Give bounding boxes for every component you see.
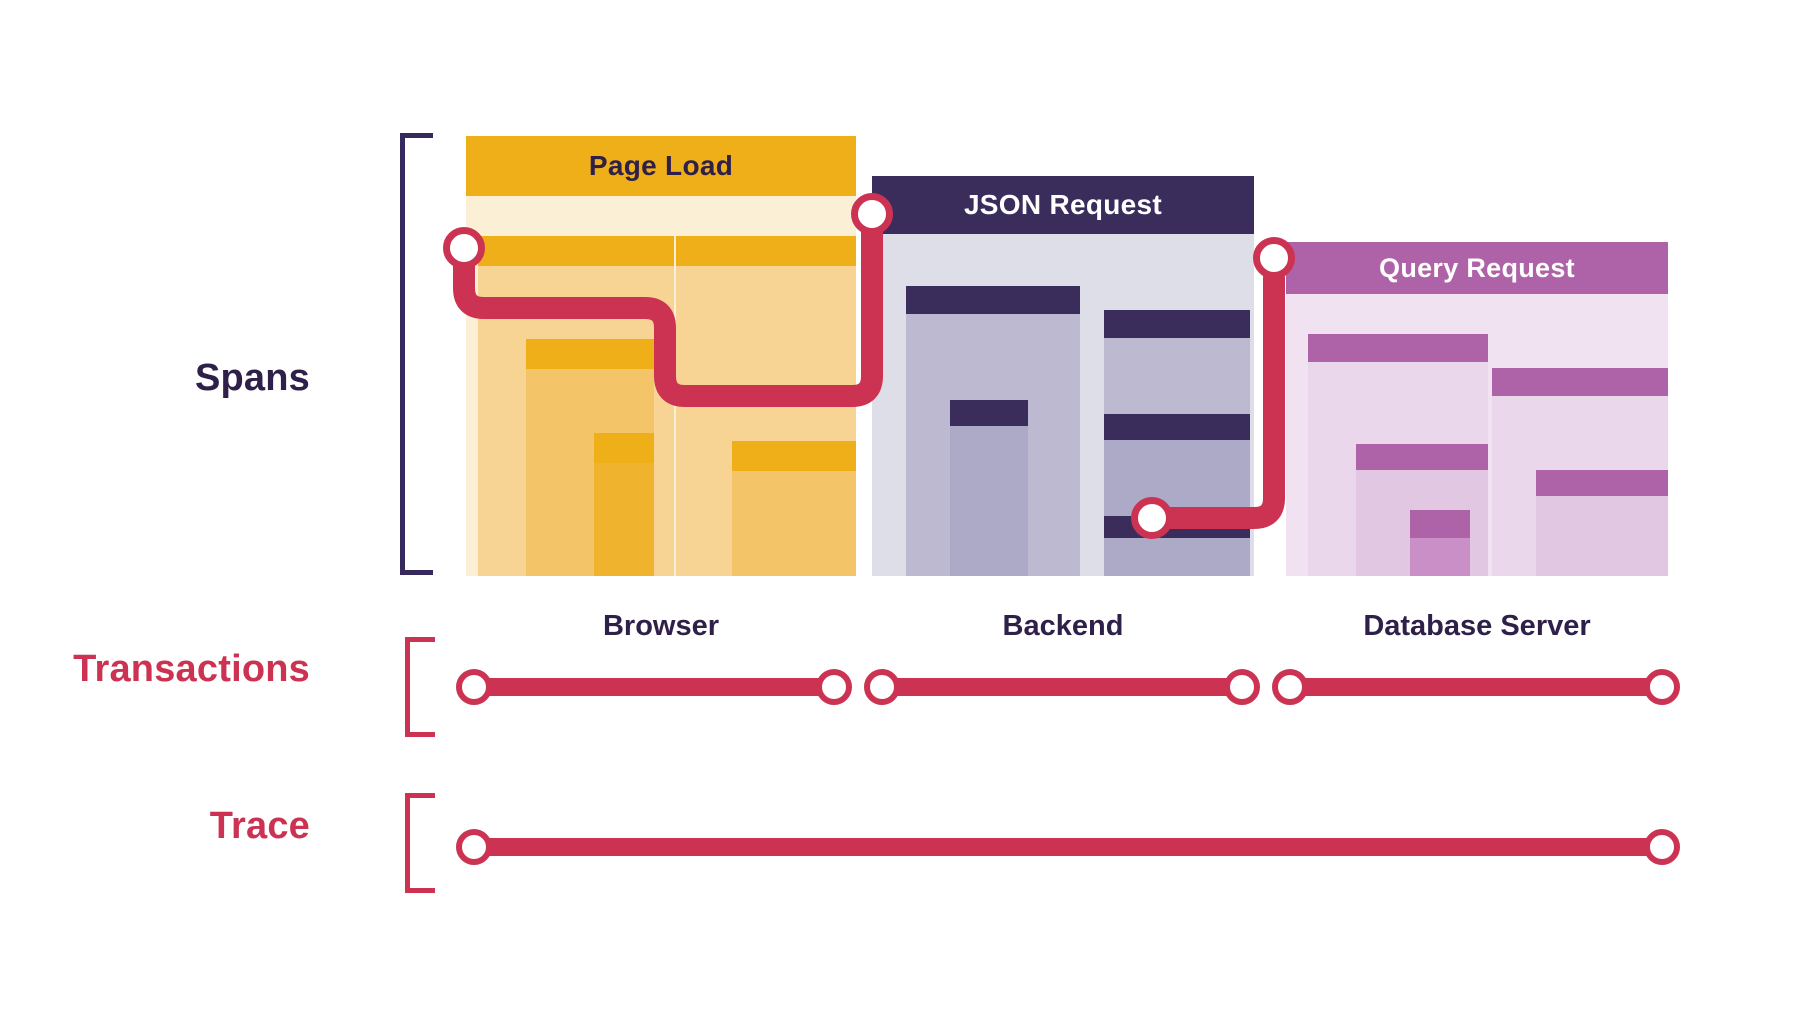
span-bar[interactable] [732, 441, 856, 576]
database-span-title-bar[interactable]: Query Request [1286, 242, 1668, 294]
bracket-trace [405, 793, 435, 893]
transaction-segment-browser[interactable] [464, 678, 842, 696]
service-caption-database: Database Server [1363, 610, 1591, 642]
backend-span-title-bar[interactable]: JSON Request [872, 176, 1254, 234]
span-bar-cap [732, 441, 856, 471]
backend-span-title: JSON Request [963, 189, 1163, 220]
span-bar-cap [1104, 516, 1250, 538]
service-column-database: Query Request [1286, 242, 1668, 576]
transaction-node-browser-end[interactable] [816, 669, 852, 705]
span-bar[interactable] [594, 433, 654, 576]
span-bar-cap [676, 236, 856, 266]
transaction-node-database-end[interactable] [1644, 669, 1680, 705]
span-bar-cap [526, 339, 654, 369]
transaction-node-backend-start[interactable] [864, 669, 900, 705]
transaction-segment-backend[interactable] [872, 678, 1250, 696]
trace-node-start[interactable] [456, 829, 492, 865]
service-caption-browser: Browser [602, 610, 720, 642]
span-bar-cap [1308, 334, 1488, 362]
trace-node-end[interactable] [1644, 829, 1680, 865]
transaction-node-backend-end[interactable] [1224, 669, 1260, 705]
span-bar[interactable] [1104, 516, 1250, 576]
browser-span-title: Page Load [588, 150, 734, 181]
span-bar-cap [1104, 310, 1250, 338]
span-bar[interactable] [1536, 470, 1668, 576]
transaction-node-database-start[interactable] [1272, 669, 1308, 705]
span-bar-cap [950, 400, 1028, 426]
span-bar-cap [478, 236, 674, 266]
span-bar-cap [1410, 510, 1470, 538]
span-bar-cap [1492, 368, 1668, 396]
span-bar[interactable] [1410, 510, 1470, 576]
bracket-spans [400, 133, 433, 575]
row-label-trace: Trace [209, 805, 310, 847]
span-bar-fill [950, 400, 1028, 576]
browser-span-title-bar[interactable]: Page Load [466, 136, 856, 196]
connector-node-backend-inner[interactable] [1131, 497, 1173, 539]
connector-node-database-start[interactable] [1253, 237, 1295, 279]
span-bar[interactable] [950, 400, 1028, 576]
connector-node-browser-start[interactable] [443, 227, 485, 269]
database-span-title: Query Request [1379, 252, 1575, 283]
transaction-node-browser-start[interactable] [456, 669, 492, 705]
span-bar-cap [1356, 444, 1488, 470]
transaction-segment-database[interactable] [1282, 678, 1672, 696]
span-bar-cap [906, 286, 1080, 314]
service-column-browser: Page Load [466, 136, 856, 576]
span-bar-cap [1536, 470, 1668, 496]
span-bar-cap [594, 433, 654, 463]
bracket-transactions [405, 637, 435, 737]
service-column-backend: JSON Request [872, 176, 1254, 576]
service-caption-backend: Backend [1002, 610, 1124, 642]
connector-node-backend-start[interactable] [851, 193, 893, 235]
row-label-spans: Spans [194, 357, 310, 399]
row-label-transactions: Transactions [73, 648, 310, 690]
trace-segment[interactable] [464, 838, 1672, 856]
span-bar-cap [1104, 414, 1250, 440]
